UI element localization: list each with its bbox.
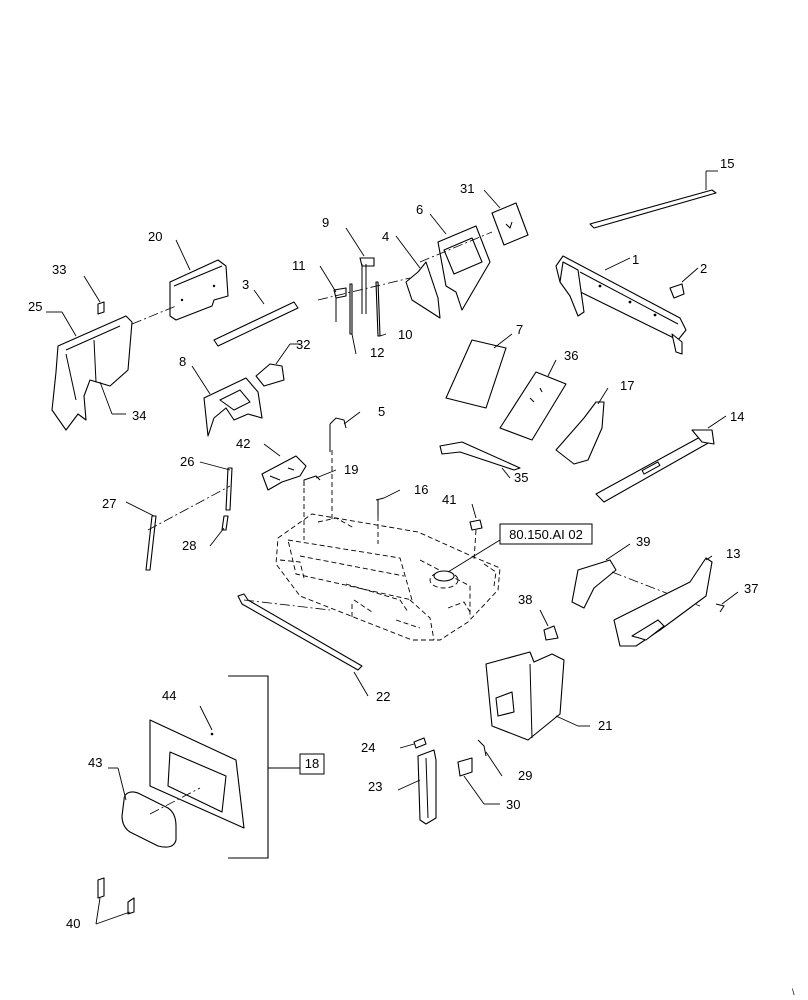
callout-28: 28: [182, 538, 196, 553]
callout-11: 11: [292, 258, 306, 273]
part-41-nut: [469, 503, 483, 531]
part-6-panel: [419, 213, 493, 311]
callout-29: 29: [518, 768, 532, 783]
callout-36: 36: [564, 348, 578, 363]
callout-39: 39: [636, 534, 650, 549]
callout-20: 20: [148, 229, 162, 244]
callout-5: 5: [378, 404, 385, 419]
part-31-plate: [483, 189, 529, 246]
callout-7: 7: [516, 322, 523, 337]
callout-18: 18: [305, 756, 319, 771]
part-37-bolt: [715, 591, 739, 613]
part-33-pin: [83, 275, 105, 315]
callout-15: 15: [720, 156, 734, 171]
callout-21: 21: [598, 718, 612, 733]
callout-2: 2: [700, 261, 707, 276]
part-14-rail: [595, 415, 727, 503]
callout-33: 33: [52, 262, 66, 277]
callout-13: 13: [726, 546, 740, 561]
callout-30: 30: [506, 797, 520, 812]
callout-32: 32: [296, 337, 310, 352]
callout-26: 26: [180, 454, 194, 469]
callout-9: 9: [322, 215, 329, 230]
callout-14: 14: [730, 409, 744, 424]
part-2-clip: [669, 267, 699, 299]
part-15-rod: [589, 170, 718, 229]
reference-box[interactable]: 80.150.AI 02: [499, 523, 593, 545]
part-7-mat: [445, 333, 513, 409]
part-32-cover: [255, 343, 300, 387]
callout-38: 38: [518, 592, 532, 607]
part-30-plate: [457, 757, 500, 805]
part-42-mount: [261, 443, 307, 491]
callout-6: 6: [416, 202, 423, 217]
part-17-panel: [555, 387, 609, 465]
callout-44: 44: [162, 688, 176, 703]
callout-37: 37: [744, 581, 758, 596]
part-19-clip: [303, 469, 337, 486]
part-25-fender: [46, 305, 177, 431]
part-22-rail: [237, 593, 369, 697]
callout-40: 40: [66, 916, 80, 931]
callout-1: 1: [632, 252, 639, 267]
part-29-pin: [477, 739, 503, 777]
callout-43: 43: [88, 755, 102, 770]
callout-3: 3: [242, 277, 249, 292]
part-36-mat: [499, 359, 567, 441]
corner-mark: \: [792, 987, 795, 997]
callout-34: 34: [132, 408, 146, 423]
callout-25: 25: [28, 299, 42, 314]
callout-labels: 1 2 3 4 5 6 7 8 9 10 11 12 13 14 15 16 1…: [28, 156, 758, 931]
part-4-side-panel: [395, 235, 441, 319]
part-23-post: [397, 749, 437, 825]
part-13-panel: [613, 555, 713, 647]
parts-26-28-rods: [125, 461, 233, 571]
callout-27: 27: [102, 496, 116, 511]
callout-12: 12: [370, 345, 384, 360]
callout-4: 4: [382, 229, 389, 244]
part-20-rear-panel: [169, 239, 229, 321]
part-5-bracket: [329, 411, 361, 452]
callout-16: 16: [414, 482, 428, 497]
callout-31: 31: [460, 181, 474, 196]
part-1-frame-bracket: [555, 255, 687, 355]
part-40-hinges: [95, 877, 135, 925]
callout-41: 41: [442, 492, 456, 507]
part-8-shield: [191, 365, 263, 437]
part-24-clip: [399, 737, 427, 749]
callout-42: 42: [236, 436, 250, 451]
reference-label: 80.150.AI 02: [509, 527, 583, 542]
part-35-rod: [439, 441, 521, 479]
part-38-bracket: [539, 609, 559, 641]
callout-17: 17: [620, 378, 634, 393]
callout-10: 10: [398, 327, 412, 342]
callout-22: 22: [376, 689, 390, 704]
part-44-door-frame: [149, 705, 245, 829]
parts-9-12-strips: [317, 227, 411, 355]
callout-24: 24: [361, 740, 375, 755]
main-chassis-phantom: [275, 450, 501, 641]
part-21-cover: [485, 651, 590, 741]
bracket-18-group: [228, 675, 325, 859]
callout-35: 35: [514, 470, 528, 485]
part-43-glass: [108, 767, 201, 848]
callout-8: 8: [179, 354, 186, 369]
part-16-pin: [375, 489, 401, 516]
part-3-strip: [213, 289, 299, 347]
callout-19: 19: [344, 462, 358, 477]
callout-23: 23: [368, 779, 382, 794]
